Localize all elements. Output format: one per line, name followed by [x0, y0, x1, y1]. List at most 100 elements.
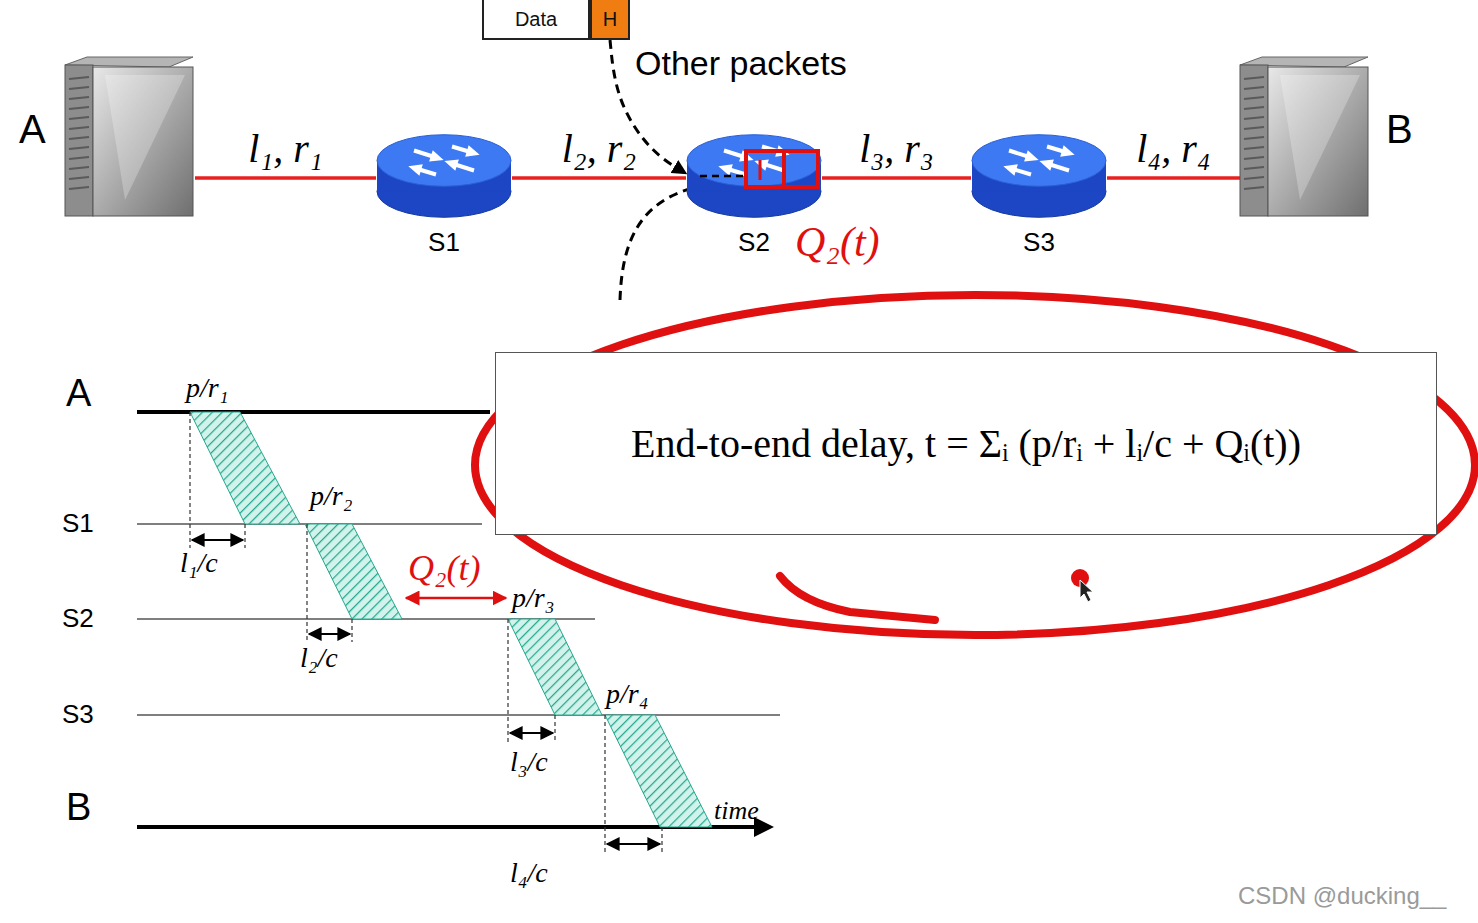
- queue-label: Q₂(t): [408, 548, 481, 589]
- highlight-ellipse: [475, 295, 1475, 635]
- queue-buffer: [759, 160, 762, 180]
- row-label: B: [66, 786, 91, 830]
- server-icon: [65, 55, 195, 220]
- packet-transmission: [605, 715, 712, 827]
- server-slot: [1244, 127, 1264, 129]
- router-top: [377, 135, 511, 187]
- link: [195, 176, 376, 180]
- router-icon: [686, 133, 822, 219]
- propagation-label: l₃/c: [510, 746, 548, 778]
- server-slot: [1244, 147, 1264, 149]
- timeline-s3: [137, 714, 780, 716]
- router-icon: [376, 133, 512, 219]
- node-name: B: [1386, 107, 1413, 152]
- packet-transmission: [305, 524, 402, 619]
- queue-label: Q₂(t): [795, 218, 880, 266]
- router-arrow: [739, 150, 754, 161]
- node-name: S1: [376, 227, 512, 258]
- packet-header: H: [590, 0, 630, 40]
- router: S2: [686, 133, 822, 219]
- link-label: l₄, r₄: [1136, 126, 1211, 172]
- server-slot: [1244, 87, 1264, 89]
- router-arrow: [444, 159, 459, 170]
- server-slot: [1244, 117, 1264, 119]
- server-slot: [69, 77, 89, 79]
- transmission-label: p/r₂: [310, 480, 352, 512]
- server: B: [1240, 55, 1370, 220]
- server-slot: [69, 147, 89, 149]
- link: [512, 176, 686, 180]
- router-arrow: [1039, 159, 1054, 170]
- row-label: S1: [62, 509, 94, 539]
- queue-buffer: [700, 175, 746, 178]
- server-slot: [1244, 187, 1264, 189]
- router: S3: [971, 133, 1107, 219]
- packet-field: Data: [515, 8, 557, 31]
- server-icon: [1240, 55, 1370, 220]
- propagation-arrows: [192, 540, 660, 844]
- propagation-label: l₂/c: [300, 642, 338, 674]
- server-slot: [69, 97, 89, 99]
- highlight-tail: [780, 576, 935, 620]
- server-slot: [1244, 107, 1264, 109]
- axis-label: time: [714, 796, 759, 826]
- packet-transmission: [508, 619, 602, 715]
- server-shine: [1280, 75, 1360, 200]
- router-arrow: [429, 150, 444, 161]
- link-label: l₃, r₃: [859, 126, 934, 172]
- formula-text: End-to-end delay, t = Σᵢ (p/rᵢ + lᵢ/c + …: [631, 420, 1301, 467]
- node-name: A: [19, 107, 46, 152]
- propagation-label: l₁/c: [180, 547, 218, 579]
- packet-data: Data: [482, 0, 590, 40]
- link-label: l₁, r₁: [248, 126, 323, 172]
- server-slot: [1244, 97, 1264, 99]
- row-label: A: [66, 372, 91, 416]
- other-packets-flow: [620, 186, 700, 300]
- router-icon: [971, 133, 1107, 219]
- server-slot: [69, 127, 89, 129]
- queue-buffer: [746, 151, 818, 187]
- server-slot: [1244, 157, 1264, 159]
- row-label: S2: [62, 604, 94, 634]
- server-slot: [69, 87, 89, 89]
- router-arrow: [754, 159, 769, 170]
- router-arrow: [465, 145, 479, 156]
- watermark: CSDN @ducking__: [1238, 882, 1446, 910]
- server-slot: [69, 187, 89, 189]
- server-slot: [69, 107, 89, 109]
- queue-buffer: [782, 151, 786, 187]
- link-label: l₂, r₂: [562, 126, 637, 172]
- server-slot: [69, 137, 89, 139]
- cursor-arrow: [1080, 580, 1093, 602]
- propagation-label: l₄/c: [510, 857, 548, 889]
- transmission-label: p/r₁: [186, 372, 228, 404]
- router-top: [687, 135, 821, 187]
- router-arrow: [408, 164, 422, 175]
- formula-box: End-to-end delay, t = Σᵢ (p/rᵢ + lᵢ/c + …: [495, 352, 1437, 535]
- router-arrow: [1060, 145, 1074, 156]
- transmission-label: p/r₃: [512, 582, 554, 614]
- row-label: S3: [62, 700, 94, 730]
- server-slot: [69, 157, 89, 159]
- queue-delay-arrow: [406, 597, 506, 600]
- server-slot: [1244, 177, 1264, 179]
- packet-transmission: [190, 412, 300, 524]
- annotation: Other packets: [635, 44, 847, 83]
- node-name: S3: [971, 227, 1107, 258]
- server-shine: [105, 75, 185, 200]
- link: [1107, 176, 1240, 180]
- server-side: [1240, 65, 1268, 216]
- link: [822, 176, 971, 180]
- router-top: [972, 135, 1106, 187]
- router-arrow: [1003, 164, 1017, 175]
- server-slot: [1244, 137, 1264, 139]
- router-arrow: [775, 145, 789, 156]
- router: S1: [376, 133, 512, 219]
- server-slot: [1244, 167, 1264, 169]
- server-front: [93, 67, 193, 216]
- router-arrow: [1024, 150, 1039, 161]
- server-slot: [1244, 77, 1264, 79]
- transmission-label: p/r₄: [606, 678, 648, 710]
- server-front: [1268, 67, 1368, 216]
